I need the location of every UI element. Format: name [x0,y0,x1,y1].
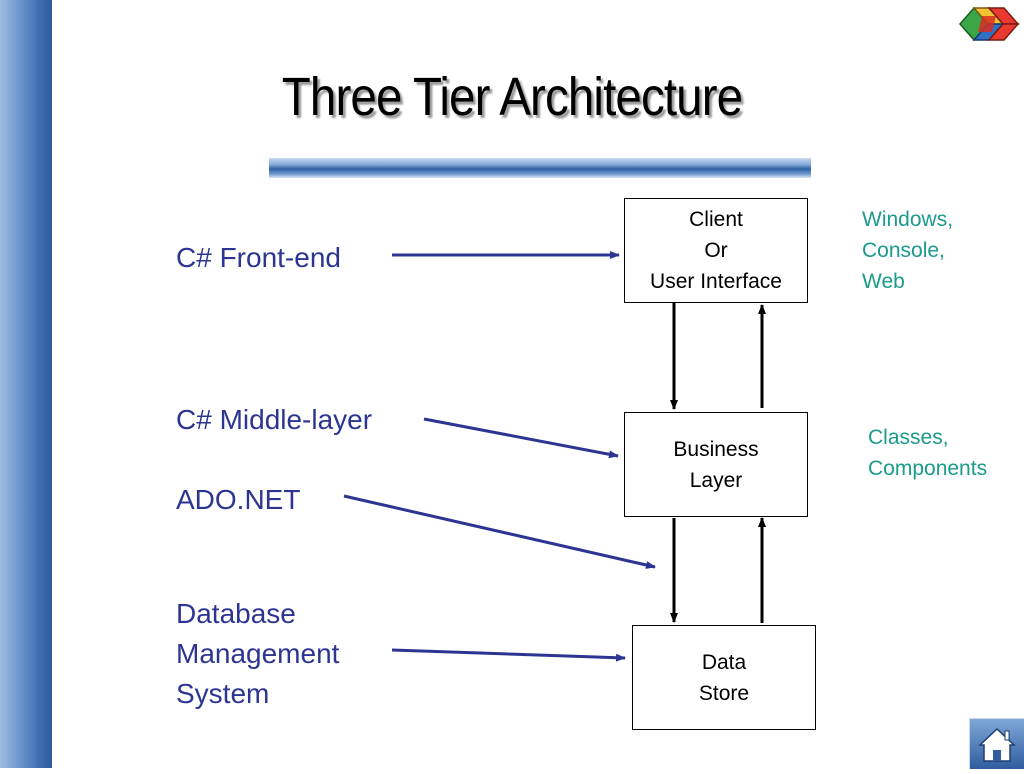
client-note-line-2: Console, [862,239,945,262]
label-dbms-line-1: Database [176,598,296,629]
home-icon [978,727,1016,762]
arrow-middle-to-business [423,417,619,459]
label-frontend: C# Front-end [176,242,341,273]
data-box-line-2: Store [698,681,750,705]
client-note-line-3: Web [862,270,905,293]
arrow-dbms-to-datastore [391,648,626,662]
business-layer-box: Business Layer [624,412,808,517]
label-middle-layer: C# Middle-layer [176,404,373,435]
client-box-line-3: User Interface [650,270,782,293]
client-box: Client Or User Interface [624,198,808,303]
business-note: Classes, Components [868,422,987,484]
label-dbms-line-3: System [176,678,270,709]
business-note-line-2: Components [868,457,988,480]
client-box-line-2: Or [704,239,728,262]
title-underline-bar [269,158,811,178]
client-note: Windows, Console, Web [862,204,953,297]
data-box-line-1: Data [701,650,747,674]
business-box-line-2: Layer [689,468,743,492]
business-box-line-1: Business [673,437,759,461]
label-dbms-line-2: Management [176,638,340,669]
home-button[interactable] [969,718,1024,769]
logo-icon [959,6,1020,42]
business-note-line-1: Classes, [868,426,949,449]
label-adonet: ADO.NET [176,484,301,515]
data-store-box: Data Store [632,625,816,730]
client-box-line-1: Client [689,208,743,231]
client-note-line-1: Windows, [862,208,954,231]
label-dbms: Database Management System [176,594,339,714]
arrow-adonet-to-link [343,494,656,569]
side-decoration-bar [0,0,52,768]
page-title: Three Tier Architecture [281,67,743,127]
